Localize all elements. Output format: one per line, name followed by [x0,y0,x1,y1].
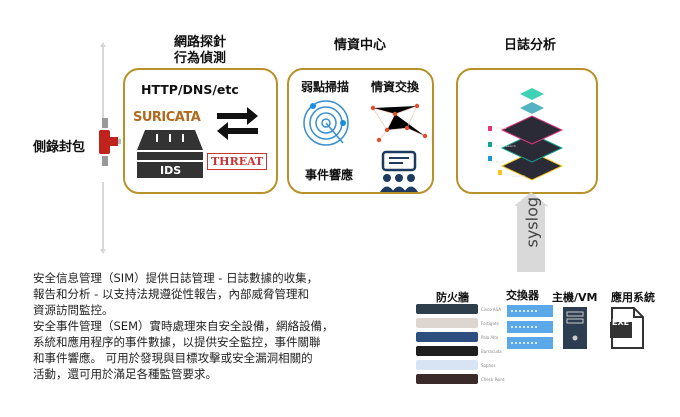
incident-response-label: 事件響應 [305,168,354,182]
radar-icon [303,100,349,146]
log-analysis-panel: Kibana Elasticsearch Beats Logstash [456,68,598,194]
intel-title: 情資中心 [333,38,386,53]
description-line: 系統和應用程序的事件數據，以提供安全監控，事件關聯 [33,335,321,349]
exchange-arrows-icon [217,107,258,140]
switch-icon [507,305,553,349]
probe-title-line1: 網路探針 [173,35,226,50]
intel-exchange-label: 情資交換 [371,80,420,94]
double-arrow-icon [100,42,106,254]
beats-label: Beats [496,160,505,164]
elastic-stack-icon [488,88,564,181]
team-chat-icon [380,150,418,192]
syslog-label: syslog [522,196,542,248]
network-line [100,42,106,254]
syslog-arrow [514,192,548,272]
network-graph-icon [370,103,428,143]
description-line: 資源訪問監控。 [33,303,114,317]
firewall-device-icon [416,304,478,314]
probe-panel: HTTP/DNS/etc SURICATA IDS THREAT [123,68,278,194]
kibana-label: Kibana [496,126,507,130]
description-line: 和事件響應。 可用於發現與目標攻擊或安全漏洞相關的 [33,351,313,365]
vendor-label: Barracuda [481,349,502,354]
intel-panel: 弱點掃描 情資交換 事件響應 [287,68,434,194]
logstash-label: Logstash [512,174,526,178]
firewall-device-icon [416,332,478,342]
exe-file-icon [610,307,644,349]
vendor-label: Fortigate [481,321,499,326]
network-tap-icon [99,118,121,166]
description-line: 安全信息管理（SIM）提供日誌管理 - 日誌數據的收集， [33,271,319,285]
description-line: 活動，還可用於滿足各種監管要求。 [33,367,217,381]
probe-title-line2: 行為偵測 [173,51,226,66]
probe-title: 網路探針 行為偵測 [150,35,250,67]
side-label: 側錄封包 [33,140,86,155]
vendor-label: Sophos [481,363,496,368]
elasticsearch-label: Elasticsearch [496,144,516,148]
firewall-device-icon [416,346,478,356]
suricata-logo: SURICATA [133,110,201,125]
threat-stamp: THREAT [207,153,268,170]
switch-label: 交換器 [506,289,539,302]
ids-label: IDS [160,164,182,177]
protocol-label: HTTP/DNS/etc [141,82,239,97]
vendor-label: Palo Alto [481,335,499,340]
vendor-label: Cisco ASA [481,307,501,312]
ids-icon [137,130,203,178]
description-line: 報告和分析 - 以支持法規遵從性報告，內部威脅管理和 [33,287,309,301]
description-line: 安全事件管理（SEM）實時處理來自安全設備，網絡設備， [33,319,334,333]
firewall-device-icon [416,374,478,384]
vendor-label: Check Point [481,377,505,382]
server-icon [563,307,587,349]
log-analysis-title: 日誌分析 [503,38,556,53]
exe-label: EXE [612,318,630,327]
description: 安全信息管理（SIM）提供日誌管理 - 日誌數據的收集， 報告和分析 - 以支持… [33,270,403,382]
vuln-scan-label: 弱點掃描 [301,80,350,94]
app-label: 應用系統 [611,291,655,304]
firewall-device-icon [416,318,478,328]
host-label: 主機/VM [552,291,598,304]
firewall-device-icon [416,360,478,370]
firewall-label: 防火牆 [436,291,469,304]
